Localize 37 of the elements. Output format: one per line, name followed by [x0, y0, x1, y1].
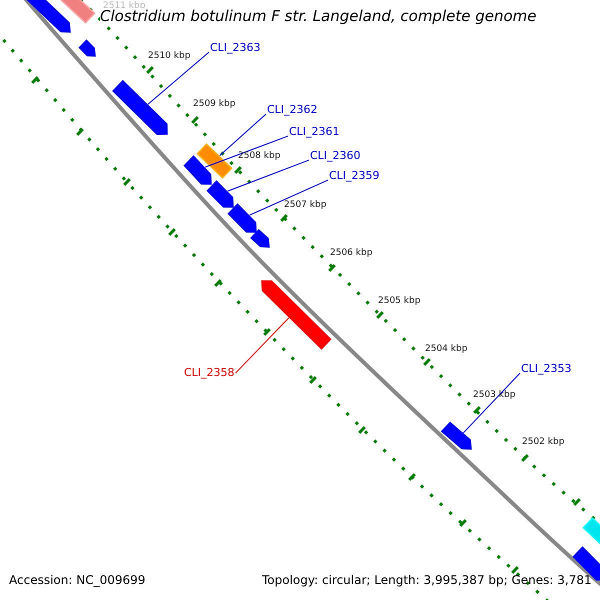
gene-label: CLI_2362 — [267, 104, 318, 116]
gene-feature — [196, 143, 233, 179]
scale-label: 2508 kbp — [238, 152, 280, 162]
scale-label: 2511 kbp — [103, 2, 146, 11]
leader-line — [219, 114, 266, 156]
title: Clostridium botulinum F str. Langeland, complete genome — [100, 8, 536, 24]
leader-line — [462, 372, 520, 434]
gene-feature — [261, 280, 332, 350]
gene-label: CLI_2358 — [184, 367, 235, 380]
gene-feature — [227, 203, 257, 233]
scale-label: 2503 kbp — [473, 391, 516, 401]
leader-line — [249, 180, 328, 216]
gene-feature — [78, 39, 96, 57]
accession-text: Accession: NC_009699 — [9, 574, 146, 588]
leader-line — [148, 52, 210, 105]
gene-label: CLI_2363 — [210, 42, 261, 54]
scale-label: 2505 kbp — [378, 297, 420, 307]
gene-feature — [112, 80, 168, 135]
scale-label: 2507 kbp — [284, 201, 326, 211]
genome-summary-text: Topology: circular; Length: 3,995,387 bp; Genes: 3,781 — [262, 574, 592, 588]
leader-line — [235, 317, 290, 374]
gene-label: CLI_2361 — [289, 126, 340, 138]
gene-feature — [183, 155, 212, 185]
leader-line — [227, 160, 310, 192]
gene-label: CLI_2359 — [329, 170, 380, 182]
gene-label: CLI_2360 — [310, 150, 361, 162]
scale-label: 2509 kbp — [193, 100, 236, 110]
leader-line — [204, 136, 288, 168]
gene-feature — [206, 180, 234, 208]
gene-feature — [250, 229, 270, 248]
scale-label: 2504 kbp — [425, 345, 468, 355]
gene-feature — [440, 422, 472, 450]
scale-label: 2506 kbp — [330, 249, 372, 259]
scale-label: 2502 kbp — [522, 438, 564, 448]
gene-feature — [24, 0, 71, 33]
scale-label: 2510 kbp — [148, 52, 190, 62]
gene-label: CLI_2353 — [521, 363, 572, 376]
